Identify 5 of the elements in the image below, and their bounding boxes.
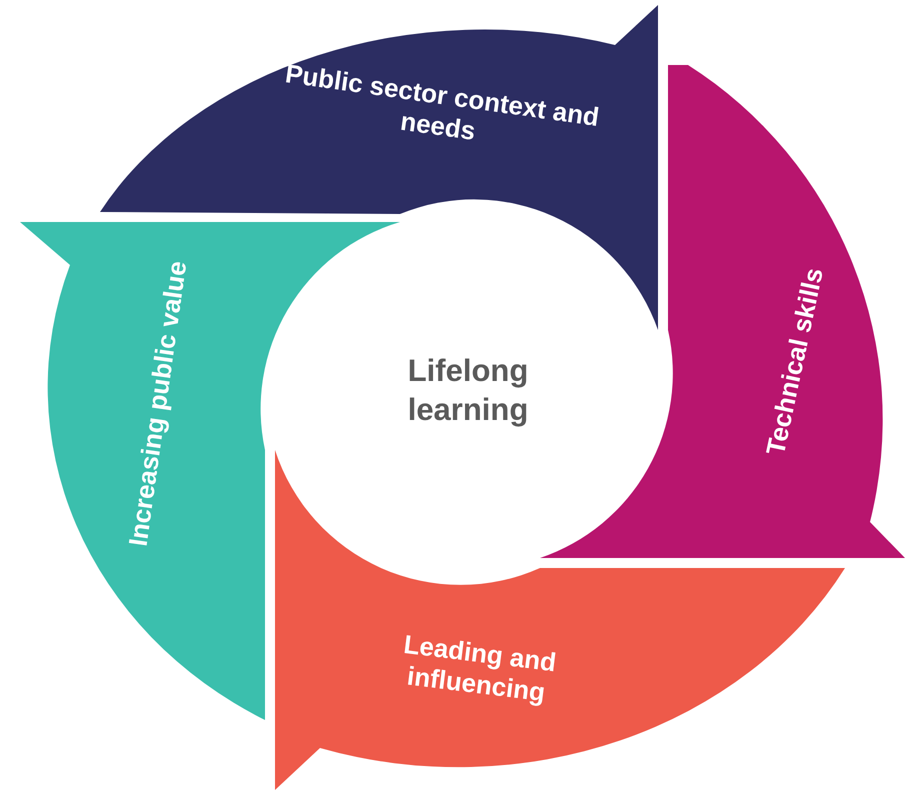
segment-label: Technical skills: [758, 264, 830, 460]
segment-label: Public sector context and needs: [282, 57, 602, 148]
segment-label: Increasing public value: [122, 258, 194, 550]
segment-label: Leading and influencing: [401, 628, 559, 710]
center-label: Lifelong learning: [406, 352, 530, 429]
